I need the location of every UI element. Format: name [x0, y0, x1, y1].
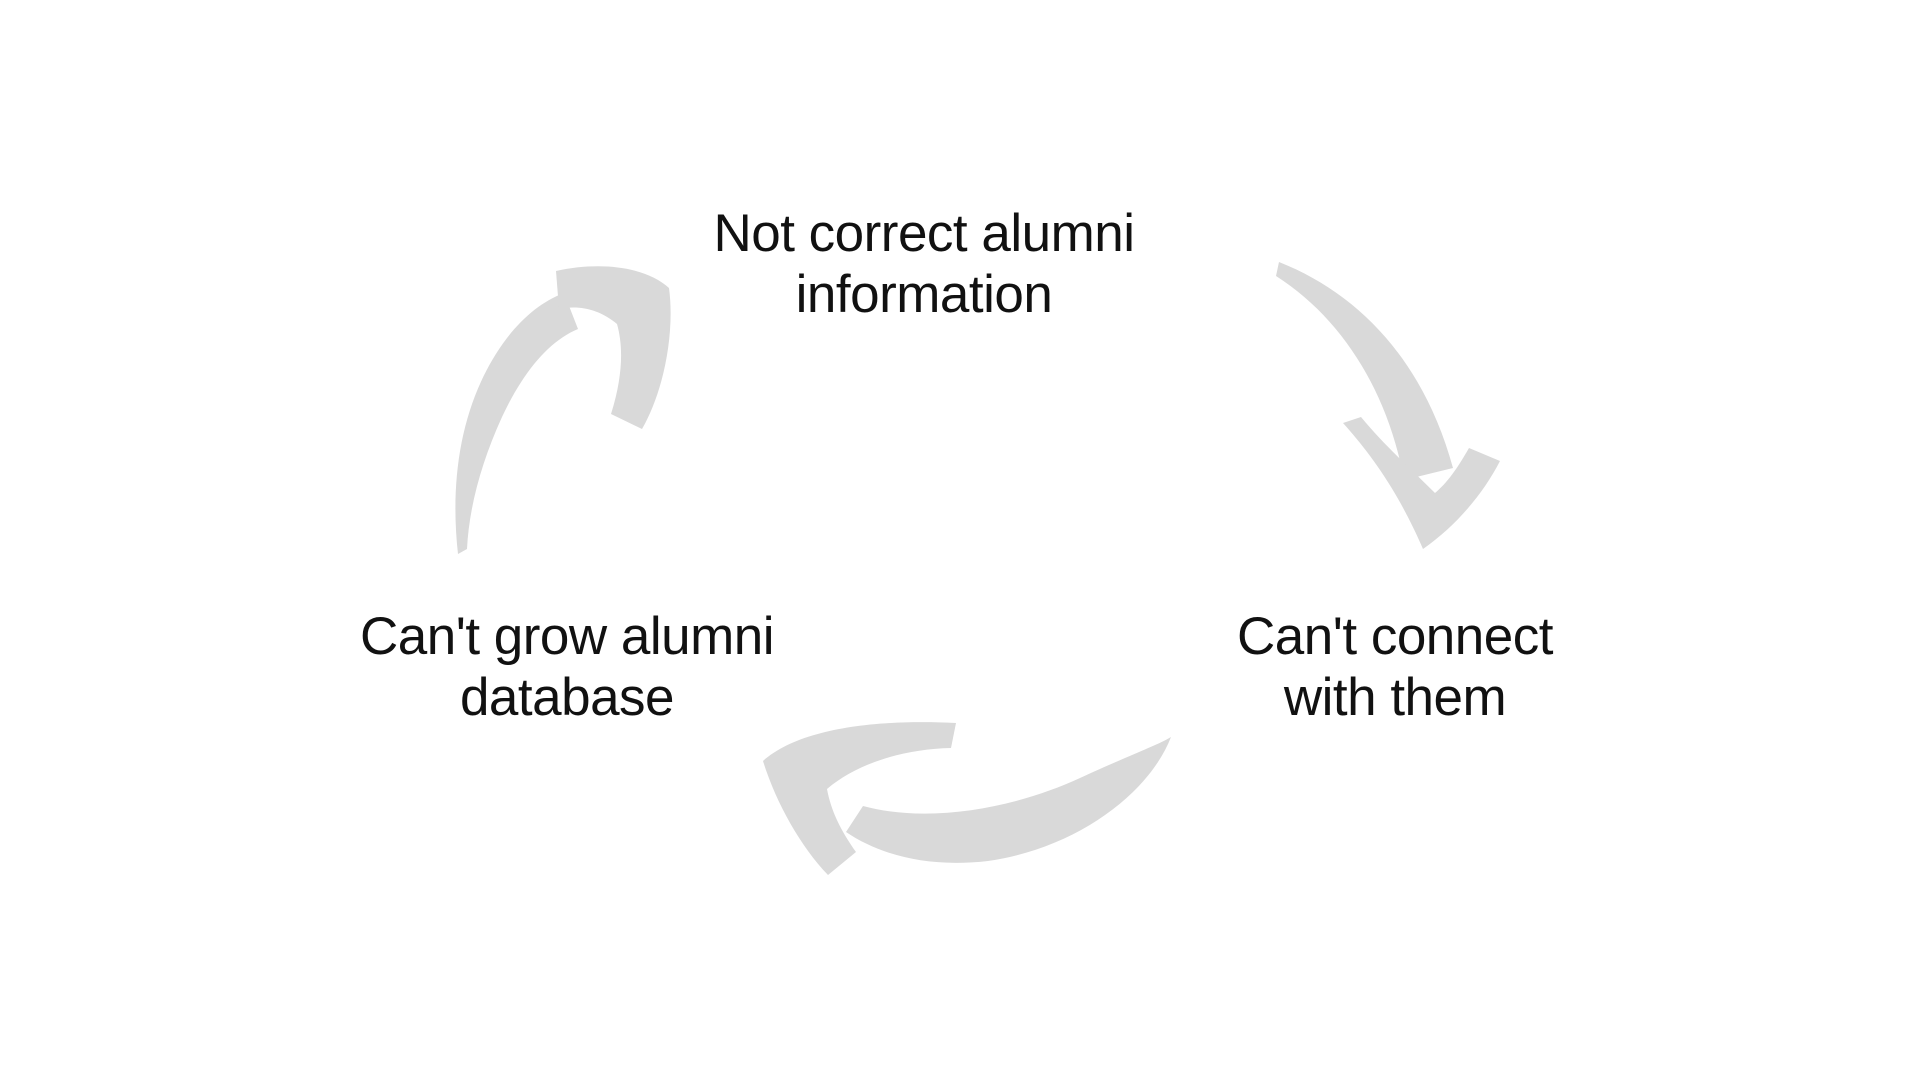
node-left-line-1: Can't grow alumni [359, 607, 775, 666]
node-left-label: Can't grow alumni database [359, 606, 775, 728]
node-right-label: Can't connect with them [1237, 606, 1553, 728]
curved-arrow-head [763, 722, 956, 875]
curved-arrow-shaft [846, 737, 1171, 863]
curved-arrow-head [1343, 417, 1500, 549]
node-top-label: Not correct alumni information [713, 203, 1135, 325]
node-top-line-2: information [795, 265, 1053, 324]
curved-arrow-shaft [455, 293, 578, 554]
curved-arrow-shaft [1276, 262, 1453, 480]
node-left-line-2: database [459, 668, 675, 727]
node-right-line-1: Can't connect [1237, 607, 1553, 666]
arrow-top-to-right [1276, 262, 1500, 549]
arrow-left-to-top [455, 266, 671, 554]
node-right-line-2: with them [1283, 668, 1507, 727]
curved-arrow-head [556, 266, 671, 429]
arrow-right-to-left [763, 722, 1171, 875]
node-top-line-1: Not correct alumni [713, 204, 1135, 263]
